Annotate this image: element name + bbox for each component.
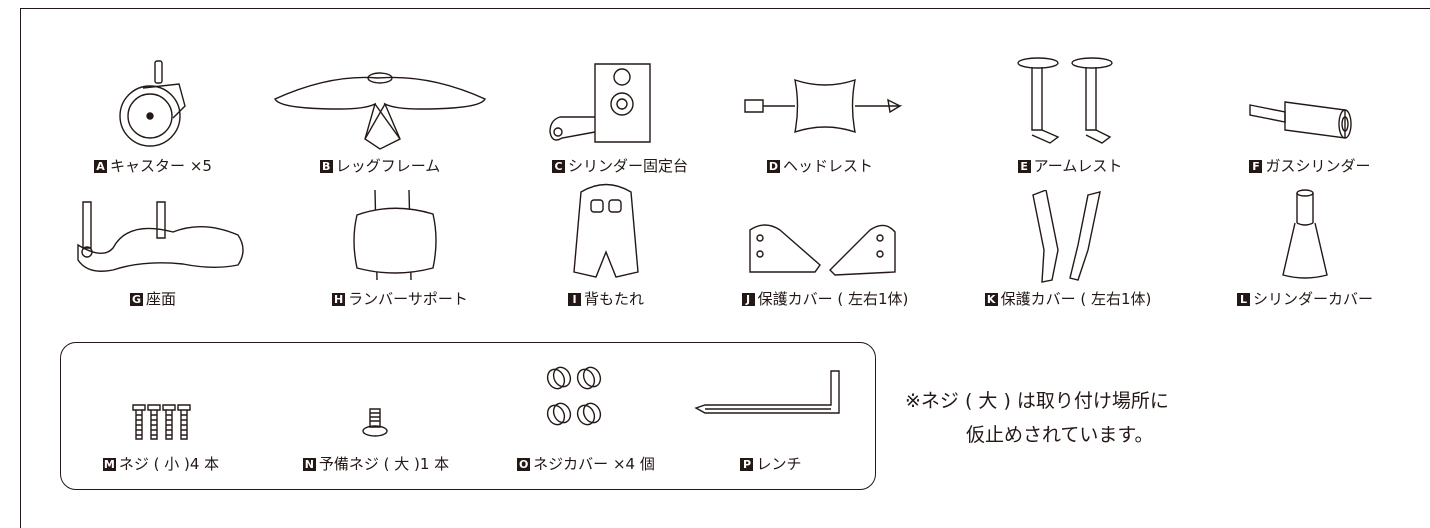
part-letter-badge: A [94,160,108,173]
leg-frame-icon [270,64,490,154]
assembly-note: ※ネジ ( 大 ) は取り付け場所に 仮止めされています。 [905,384,1169,452]
part-label: シリンダー固定台 [567,157,688,175]
part-label: アームレスト [1033,157,1123,175]
seat-icon [73,190,253,280]
headrest-icon [740,70,910,150]
part-letter-badge: C [551,160,565,173]
small-part-label: ネジ ( 小 )4 本 [118,455,220,473]
part-letter-badge: K [984,293,998,306]
note-line-2: 仮止めされています。 [966,424,1154,446]
gas-cylinder-icon [1245,80,1385,150]
part-letter-badge: I [567,293,581,306]
part-letter-badge: D [766,160,780,173]
screw-cap-icon [542,365,612,435]
cylinder-cover-icon [1275,185,1335,285]
part-letter-badge: E [1017,160,1031,173]
part-letter-badge: G [129,293,143,306]
part-letter-badge: B [319,160,333,173]
hex-wrench-icon [691,368,851,418]
cylinder-mount-icon [540,62,700,154]
part-letter-badge: J [741,293,755,306]
part-label: ヘッドレスト [782,157,873,175]
part-label: 保護カバー ( 左右1体) [1000,290,1152,308]
part-letter-badge: N [302,458,316,471]
backrest-icon [566,182,646,282]
caster-icon [113,58,203,153]
small-part-label: 予備ネジ ( 大 )1 本 [318,455,450,473]
page-border [20,8,1430,528]
part-label: ガスシリンダー [1265,157,1371,175]
protective-cover-icon [740,220,910,280]
note-line-1: ※ネジ ( 大 ) は取り付け場所に [905,390,1169,412]
small-screws-icon [129,403,199,443]
spare-screw-icon [360,407,390,441]
part-label: レッグフレーム [335,157,441,175]
part-letter-badge: L [1236,293,1250,306]
part-letter-badge: O [517,458,531,471]
part-label: キャスター ×5 [110,157,212,175]
part-label: ランバーサポート [348,290,468,308]
part-label: 座面 [145,290,176,308]
part-label: 背もたれ [583,290,644,308]
armrest-icon [1010,55,1130,155]
lumbar-support-icon [345,190,445,282]
part-letter-badge: P [740,458,754,471]
small-part-label: レンチ [756,455,802,473]
part-letter-badge: M [102,458,116,471]
protective-cover-icon [1028,190,1118,285]
part-label: 保護カバー ( 左右1体) [757,290,909,308]
part-letter-badge: H [332,293,346,306]
part-letter-badge: F [1249,160,1263,173]
part-label: シリンダーカバー [1252,290,1373,308]
small-part-label: ネジカバー ×4 個 [533,455,655,473]
